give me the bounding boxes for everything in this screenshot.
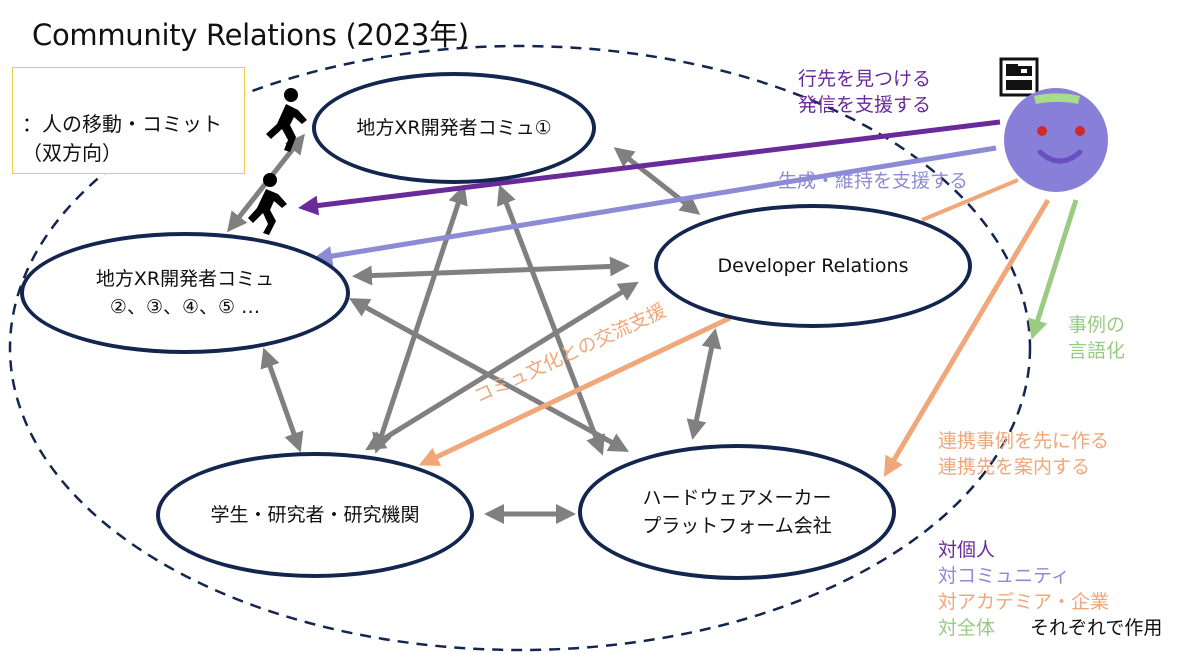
node-hardware-label-2: プラットフォーム会社 [642, 515, 832, 537]
node-local-comm-2-label-1: 地方XR開発者コミュ [95, 268, 275, 290]
annotation-green-2: 言語化 [1068, 340, 1126, 362]
annotation-green-1: 事例の [1068, 314, 1126, 336]
legend-text: ：人の移動・コミット （双方向） [22, 110, 222, 168]
node-local-comm-1: 地方XR開発者コミュ① [312, 72, 596, 184]
legend-line-1: ：人の移動・コミット [22, 112, 222, 136]
green-arrow [1028, 199, 1079, 340]
orange-arrow-hardware [883, 198, 1051, 477]
community-boundary [8, 44, 1032, 652]
purple-arrow [298, 119, 1001, 216]
lavender-arrow [312, 145, 997, 266]
key-individual: 対個人 [938, 539, 996, 561]
annotation-green: 事例の 言語化 [1068, 312, 1125, 364]
smiling-face-icon [1004, 88, 1108, 192]
annotation-orange-1: 連携事例を先に作る [938, 430, 1110, 452]
legend-box [12, 67, 245, 174]
orange-arrow-devrel [921, 178, 1019, 222]
page-title: Community Relations (2023年) [32, 18, 469, 52]
annotation-orange: 連携事例を先に作る 連携先を案内する [938, 428, 1109, 480]
annotation-lavender-text: 生成・維持を支援する [778, 170, 969, 192]
key-whole: 対全体 [938, 617, 996, 639]
logo-icon [998, 56, 1040, 98]
running-person-icon [266, 88, 307, 152]
key-community: 対コミュニティ [938, 565, 1070, 587]
arrow-comm2-students [260, 347, 304, 453]
node-hardware-label-1: ハードウェアメーカー [642, 487, 832, 509]
annotation-purple-1: 行先を見つける [798, 68, 932, 90]
node-hardware: ハードウェアメーカー プラットフォーム会社 [578, 444, 896, 580]
running-person-icon [248, 173, 287, 235]
orange-arrow-students [418, 315, 732, 466]
annotation-orange-2: 連携先を案内する [938, 456, 1091, 478]
key-note: それぞれで作用 [1030, 617, 1163, 639]
node-local-comm-2: 地方XR開発者コミュ ②、③、④、⑤ … [20, 232, 350, 354]
node-developer-relations: Developer Relations [654, 204, 972, 328]
annotation-purple: 行先を見つける 発信を支援する [798, 66, 931, 118]
annotation-lavender: 生成・維持を支援する [778, 168, 968, 194]
node-students-label: 学生・研究者・研究機関 [210, 504, 420, 526]
node-local-comm-2-label-2: ②、③、④、⑤ … [109, 296, 261, 318]
arrow-comm2-devrel [352, 256, 630, 286]
node-students: 学生・研究者・研究機関 [156, 452, 474, 578]
key-academia: 対アカデミア・企業 [938, 591, 1110, 613]
node-local-comm-1-label: 地方XR開発者コミュ① [356, 117, 552, 139]
arrow-devrel-hardware [686, 328, 722, 440]
annotation-purple-2: 発信を支援する [798, 94, 932, 116]
legend-line-2: （双方向） [22, 141, 122, 165]
node-developer-relations-label: Developer Relations [717, 255, 909, 277]
arrow-devrel-students [365, 281, 639, 451]
